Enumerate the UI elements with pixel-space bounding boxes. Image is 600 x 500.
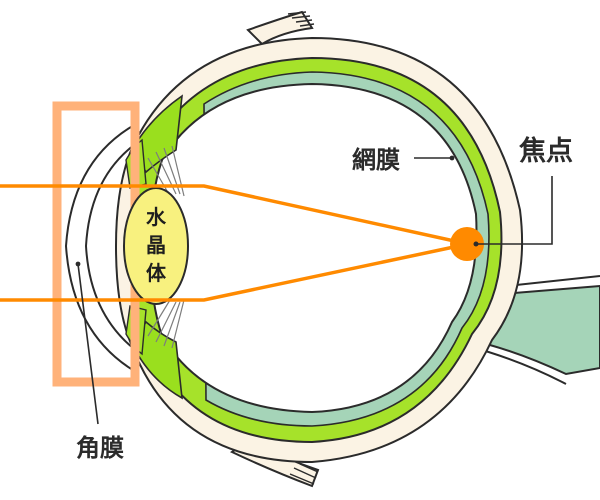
lens-label-char-1: 水 — [146, 205, 167, 229]
focal-point-center — [473, 241, 479, 247]
focal-point — [450, 227, 484, 261]
upper-muscle-fibers — [287, 11, 315, 27]
light-ray-upper — [0, 184, 469, 246]
upper-muscle — [246, 10, 314, 46]
zonule-fibers-lower — [147, 299, 185, 349]
light-ray-lower — [0, 242, 469, 302]
zonule-fibers-upper — [147, 145, 185, 197]
cornea-inner — [84, 141, 139, 353]
cornea-leader-dot — [75, 261, 81, 267]
ciliary-body-lower — [131, 320, 183, 400]
retina-label: 網膜 — [352, 146, 400, 174]
crystalline-lens — [123, 187, 189, 305]
vitreous-body — [148, 82, 478, 414]
retina-leader-dot — [449, 155, 455, 161]
cornea-outer — [64, 123, 137, 373]
lower-muscle-fibers — [289, 463, 319, 485]
cornea-leader-line — [77, 263, 99, 425]
cornea-label: 角膜 — [76, 434, 124, 462]
lens-label-char-2: 晶 — [146, 233, 166, 257]
lens-label-char-3: 体 — [146, 261, 167, 285]
focus-leader-line — [478, 176, 553, 245]
focus-label: 焦点 — [519, 135, 573, 167]
